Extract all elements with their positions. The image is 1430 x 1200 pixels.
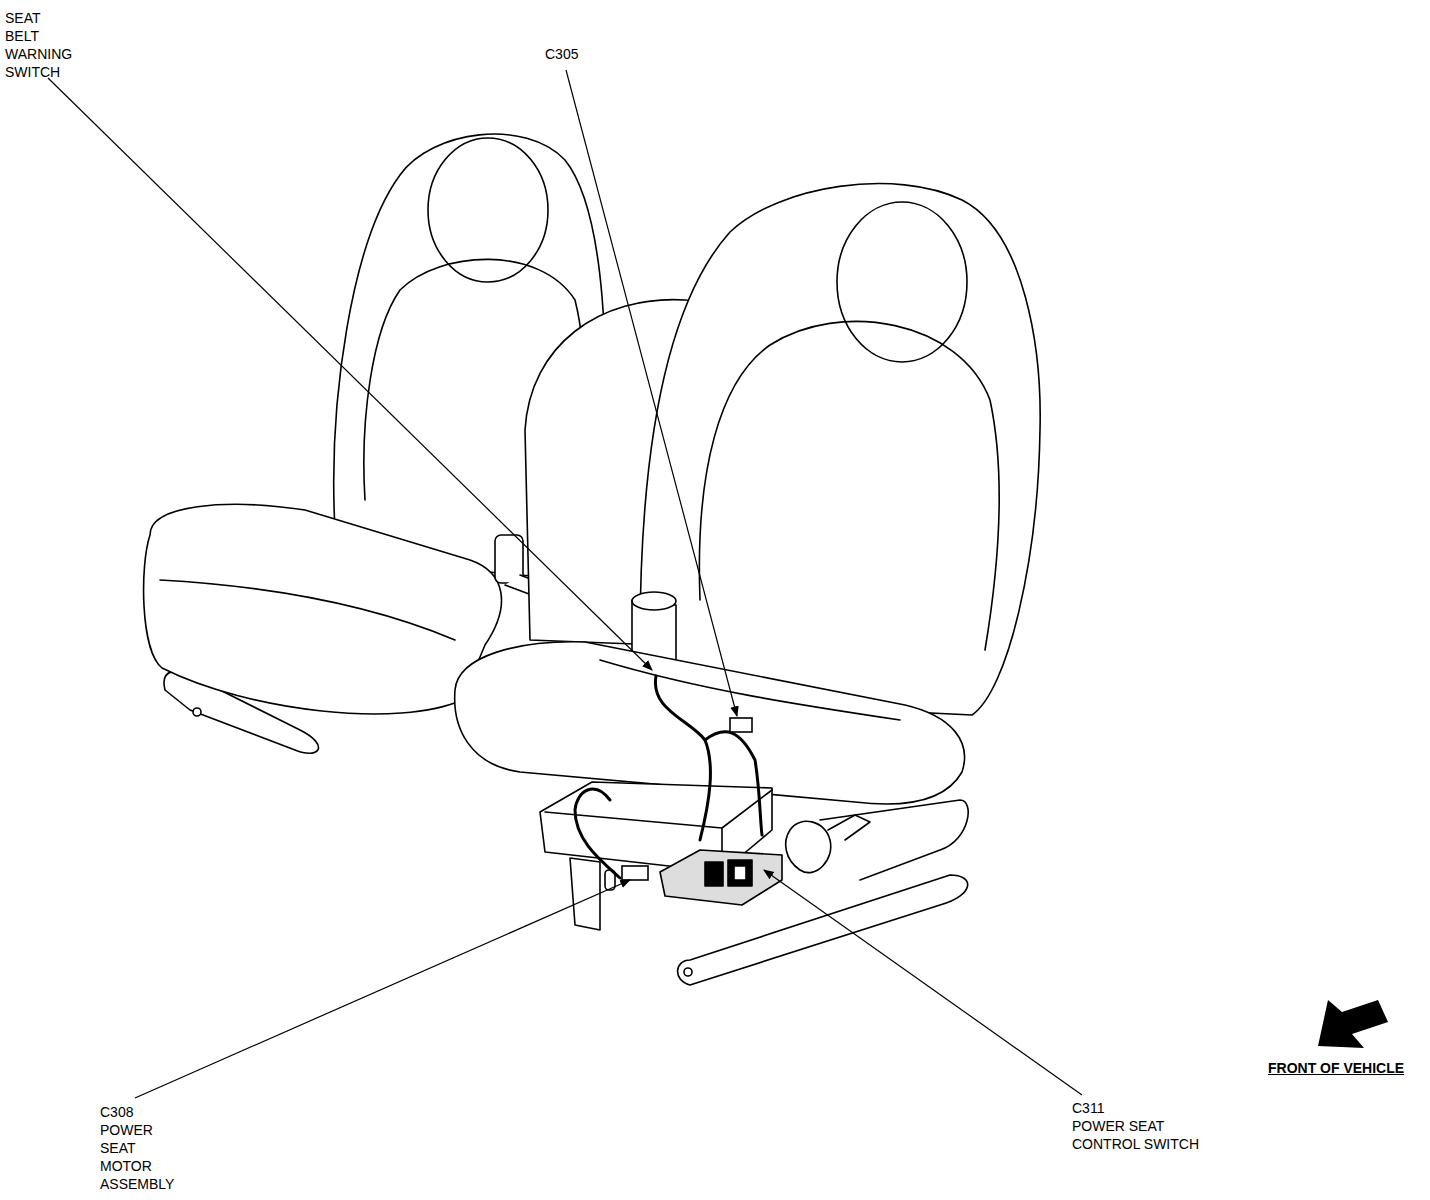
direction-label: FRONT OF VEHICLE xyxy=(1268,1059,1404,1077)
switch-button xyxy=(705,862,723,886)
front-arrow xyxy=(1318,1000,1388,1048)
seat-cushion-seam xyxy=(160,580,455,640)
buckle-top xyxy=(632,592,676,610)
mount-bracket xyxy=(570,858,600,930)
connector-number: C308 xyxy=(100,1103,133,1121)
seat-belt-buckle xyxy=(495,535,523,583)
leader-line xyxy=(566,70,737,716)
connector-number: C311 xyxy=(1072,1099,1104,1117)
callout-label: SEAT BELT WARNING SWITCH xyxy=(5,9,72,81)
leader-line xyxy=(135,880,630,1098)
wire-harness xyxy=(705,732,762,835)
seat-cushion-seam xyxy=(600,660,900,720)
leader-line xyxy=(764,870,1082,1095)
recliner-lever xyxy=(828,815,870,840)
seat-cushion xyxy=(144,504,502,713)
callout-label: POWER SEAT CONTROL SWITCH xyxy=(1072,1117,1230,1153)
power-seat-control-switch xyxy=(660,850,782,905)
wire-harness xyxy=(575,789,620,878)
leader-line xyxy=(48,78,652,670)
callout-label: POWER SEAT MOTOR ASSEMBLY xyxy=(100,1121,174,1193)
connector-number: C305 xyxy=(545,45,578,63)
headrest xyxy=(837,202,967,362)
bolt xyxy=(684,968,692,976)
headrest xyxy=(428,138,548,282)
switch-button xyxy=(728,860,752,886)
seat-back xyxy=(640,184,1040,715)
recliner-knob xyxy=(786,821,831,872)
bolt xyxy=(193,708,201,716)
seat-back-panel xyxy=(699,321,999,650)
switch-button-face xyxy=(734,866,746,880)
seat-frame xyxy=(820,800,968,880)
connector-c308 xyxy=(622,866,648,880)
connector-c305 xyxy=(730,718,752,732)
wire-harness xyxy=(655,676,710,840)
